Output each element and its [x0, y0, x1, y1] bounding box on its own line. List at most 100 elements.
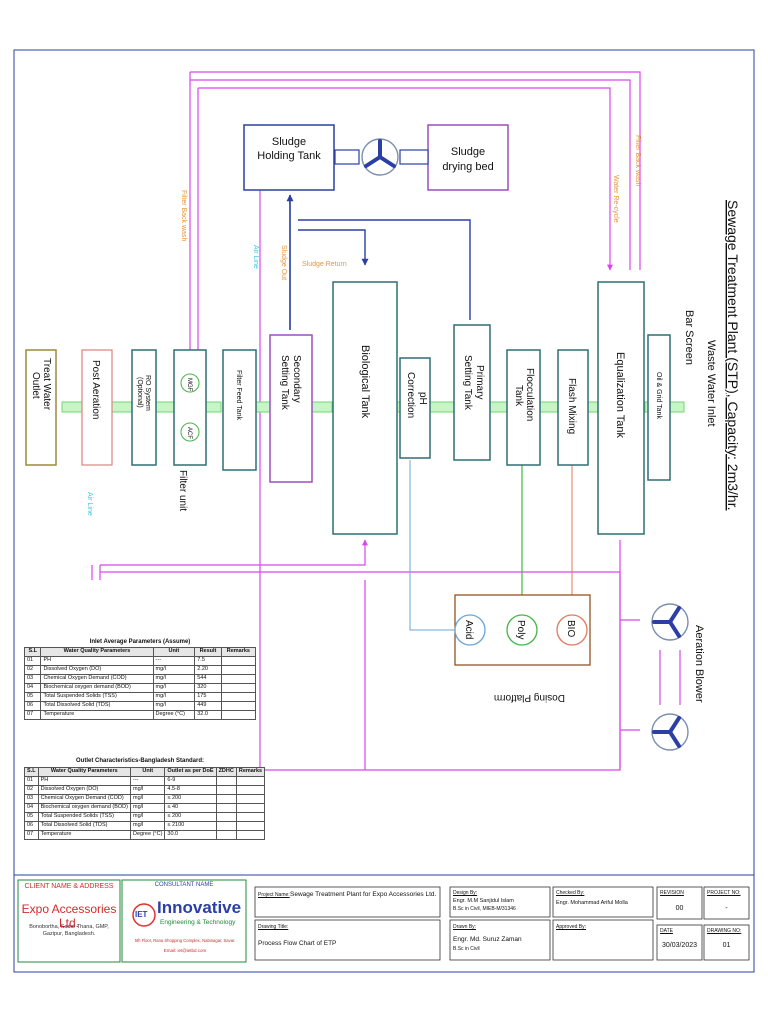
line-filter-back-wash: Filter Back wash: [634, 135, 641, 186]
outlet-cell: ≤ 200: [164, 812, 217, 822]
inlet-cell: 03: [23, 674, 42, 684]
date-label: DATE: [660, 928, 673, 934]
treat-water-label-2: Outlet: [30, 372, 41, 399]
outlet-cell: 02: [24, 785, 39, 795]
mgf-vessel-icon: [180, 373, 200, 393]
outlet-header-cell: Water Quality Parameters: [37, 767, 132, 777]
outlet-cell: mg/l: [129, 785, 166, 795]
drawing-no-label: DRAWING NO:: [707, 928, 742, 934]
acid-label: Acid: [463, 620, 474, 639]
project-name-label: Project Name:: [258, 892, 290, 898]
magenta-pipes: [91, 71, 681, 771]
sludge-holding-label: Sludge: [272, 136, 306, 148]
aeration-blower-label: Aeration Blower: [693, 625, 705, 703]
sludge-drying-label-2: drying bed: [442, 161, 493, 173]
outlet-cell: Degree (°C): [129, 830, 166, 840]
inlet-cell: ---: [152, 656, 196, 666]
acid-line: [409, 460, 455, 631]
filter-feed-tank: [222, 349, 257, 471]
tanks: [131, 281, 671, 535]
outlet-cell: 4.5-8: [164, 785, 217, 795]
filter-unit-label: Filter unit: [177, 470, 188, 511]
inlet-header-cell: Remarks: [220, 647, 257, 657]
equalization-label: Equalization Tank: [614, 352, 626, 439]
drawn-by-label: Drawn By:: [453, 924, 477, 930]
biological-label: Biological Tank: [359, 345, 371, 419]
outlet-cell: [235, 785, 266, 795]
outlet-cell: 05: [24, 812, 39, 822]
client-name: Expo Accessories Ltd.: [21, 902, 117, 930]
outlet-cell: mg/l: [129, 812, 166, 822]
outlet-cell: ≤ 200: [164, 794, 217, 804]
inlet-cell: 06: [23, 701, 42, 711]
outlet-cell: ≤ 2100: [164, 821, 217, 831]
inlet-cell: mg/l: [152, 674, 196, 684]
ph-label-2: Correction: [405, 372, 416, 418]
inlet-cell: Biochemical oxygen demand (BOD): [40, 683, 154, 693]
mgf-label: MGF: [186, 378, 192, 392]
outlet-cell: ---: [129, 776, 166, 786]
line-air-line: Air Line: [252, 245, 259, 269]
inlet-table-caption: Inlet Average Parameters (Assume): [89, 639, 191, 645]
poly-tank-icon: [506, 614, 538, 646]
project-no-label: PROJECT NO:: [707, 890, 741, 896]
post-aeration-tank: [81, 349, 113, 466]
line-water-recycle: Water Re-cycle: [612, 175, 619, 223]
outlet-cell: Temperature: [37, 830, 132, 840]
consultant-email: Email: iet@ietbd.com: [163, 948, 207, 953]
inlet-cell: 7.5: [194, 656, 222, 666]
inlet-cell: mg/l: [152, 701, 196, 711]
primary-label: Primary: [474, 365, 485, 399]
treat-water-label: Treat Water: [41, 358, 52, 411]
inlet-cell: Temperature: [40, 710, 154, 720]
secondary-setting-tank: [269, 334, 313, 483]
checked-by-label: Checked By:: [556, 890, 585, 896]
client-address-2: Gazipur, Bangladesh.: [42, 931, 96, 937]
sludge-holding-tank: [243, 124, 335, 191]
aeration-blower-2-icon: [651, 713, 689, 751]
inlet-cell: 05: [23, 692, 42, 702]
inlet-cell: 02: [23, 665, 42, 675]
inlet-cell: 320: [194, 683, 222, 693]
design-by-name: Engr. M.M Sanjidul Islam: [453, 898, 514, 904]
inlet-cell: 175: [194, 692, 222, 702]
checked-by-name: Engr. Mohammad Ariful Molla: [556, 900, 628, 906]
title-block-frames: [17, 879, 247, 963]
diagram-title: Sewage Treatment Plant (STP), Capacity: …: [725, 200, 741, 510]
consultant-sub: Engineering & Technology: [160, 919, 236, 926]
flash-mixing-label: Flash Mixing: [566, 378, 577, 434]
ro-label-2: (Optional): [136, 377, 143, 408]
drawing-no-value: 01: [722, 942, 731, 949]
filter-vessels: [173, 349, 207, 466]
client-label: CLIENT NAME & ADDRESS: [24, 883, 114, 890]
outlet-header-cell: Unit: [129, 767, 166, 777]
inlet-cell: 32.0: [194, 710, 222, 720]
treat-water-outlet-tank: [25, 349, 57, 466]
inlet-cell: [220, 710, 257, 720]
waste-water-inlet-label: Waste Water Inlet: [705, 340, 717, 427]
project-no-value: -: [725, 905, 728, 912]
inlet-cell: 01: [23, 656, 42, 666]
consultant-label: CONSULTANT NAME: [154, 882, 214, 888]
design-by-cred: B.Sc in Civil, MIEB-M/31346: [453, 906, 516, 912]
drawing-frame: [13, 49, 755, 973]
flocculation-tank: [506, 349, 541, 466]
outlet-cell: Total Dissolved Solid (TDS): [37, 821, 132, 831]
outlet-cell: mg/l: [129, 794, 166, 804]
drawing-title-value: Process Flow Chart of ETP: [258, 940, 337, 947]
flocculation-label: Flocculation: [524, 368, 535, 421]
outlet-cell: [215, 794, 237, 804]
outlet-header-cell: Remarks: [235, 767, 266, 777]
outlet-cell: [215, 803, 237, 813]
line-air-line-2: Air Line: [86, 492, 93, 516]
outlet-table-caption: Outlet Characteristics-Bangladesh Standa…: [75, 758, 205, 764]
